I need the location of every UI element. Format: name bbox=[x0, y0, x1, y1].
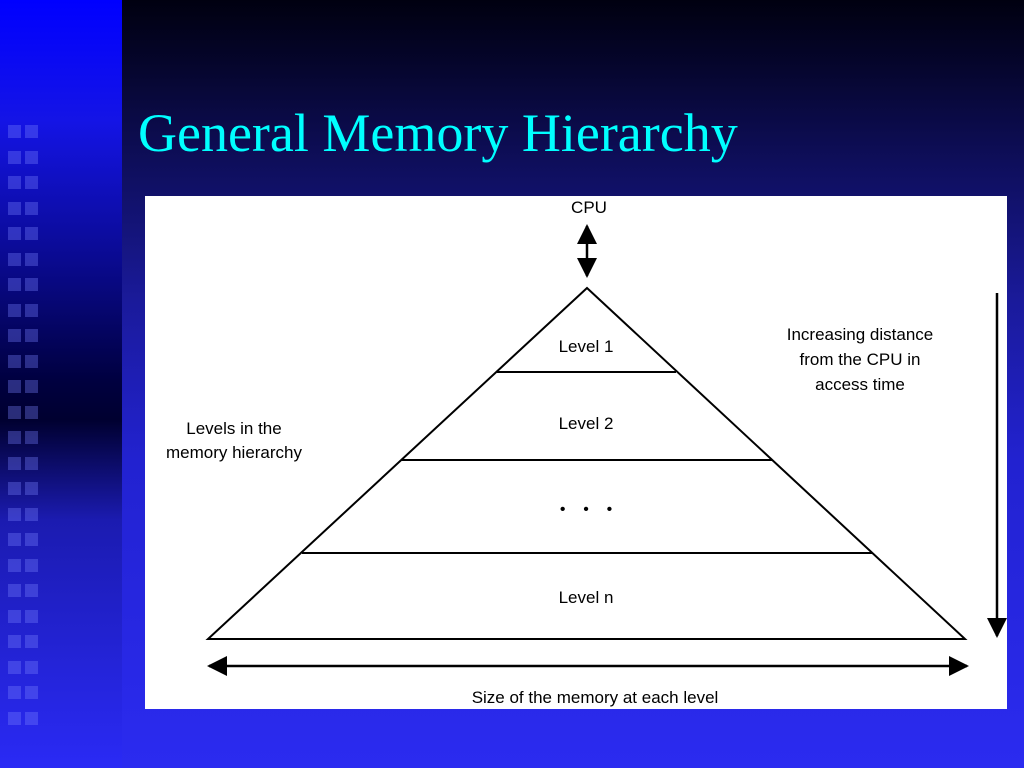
decorative-square bbox=[8, 609, 21, 623]
decorative-square bbox=[25, 660, 38, 674]
distance-label-line-3: access time bbox=[815, 375, 905, 394]
level-1-label: Level 1 bbox=[559, 337, 614, 356]
decorative-square bbox=[8, 507, 21, 521]
decorative-square bbox=[8, 125, 21, 138]
decorative-square bbox=[8, 482, 21, 495]
decorative-square bbox=[8, 584, 21, 597]
decorative-square bbox=[8, 711, 21, 725]
decorative-square bbox=[25, 686, 38, 699]
decorative-square bbox=[25, 711, 38, 725]
decorative-square bbox=[25, 584, 38, 597]
decorative-square bbox=[25, 431, 38, 444]
decorative-square bbox=[8, 405, 21, 419]
decorative-square bbox=[8, 533, 21, 546]
cpu-label: CPU bbox=[571, 198, 607, 217]
levels-label-line-1: Levels in the bbox=[186, 419, 281, 438]
decorative-square bbox=[8, 558, 21, 572]
decorative-square bbox=[8, 686, 21, 699]
decorative-square bbox=[8, 635, 21, 648]
decorative-square bbox=[25, 278, 38, 291]
decorative-square bbox=[25, 533, 38, 546]
decorative-square bbox=[25, 558, 38, 572]
decorative-square bbox=[8, 201, 21, 215]
hierarchy-pyramid bbox=[205, 286, 968, 640]
distance-label-line-1: Increasing distance bbox=[787, 325, 933, 344]
decorative-square bbox=[8, 431, 21, 444]
decorative-square bbox=[25, 150, 38, 164]
levels-label-line-2: memory hierarchy bbox=[166, 443, 303, 462]
decorative-square bbox=[25, 227, 38, 240]
slide-title: General Memory Hierarchy bbox=[138, 103, 738, 163]
decorative-square bbox=[8, 278, 21, 291]
decorative-square bbox=[8, 227, 21, 240]
distance-label-line-2: from the CPU in bbox=[800, 350, 921, 369]
decorative-square bbox=[25, 354, 38, 368]
decorative-square bbox=[8, 303, 21, 317]
decorative-square bbox=[25, 252, 38, 266]
intermediate-levels-ellipsis: • • • bbox=[560, 501, 612, 518]
decorative-square bbox=[25, 380, 38, 393]
decorative-square bbox=[25, 456, 38, 470]
decorative-square bbox=[8, 456, 21, 470]
decorative-square bbox=[25, 125, 38, 138]
decorative-square bbox=[8, 176, 21, 189]
diagram-panel: CPU Level 1 Level 2 • • • Level n Levels… bbox=[145, 196, 1007, 709]
decorative-square bbox=[8, 252, 21, 266]
size-label: Size of the memory at each level bbox=[472, 688, 719, 707]
decorative-square bbox=[25, 405, 38, 419]
level-n-label: Level n bbox=[559, 588, 614, 607]
memory-hierarchy-diagram: CPU Level 1 Level 2 • • • Level n Levels… bbox=[166, 198, 1007, 707]
left-decorative-strip bbox=[0, 0, 122, 768]
decorative-square bbox=[8, 329, 21, 342]
decorative-square bbox=[8, 660, 21, 674]
decorative-square bbox=[25, 609, 38, 623]
decorative-square bbox=[8, 354, 21, 368]
decorative-square bbox=[8, 150, 21, 164]
decorative-square bbox=[25, 635, 38, 648]
decorative-square bbox=[8, 380, 21, 393]
level-2-label: Level 2 bbox=[559, 414, 614, 433]
decorative-square bbox=[25, 201, 38, 215]
decorative-square bbox=[25, 329, 38, 342]
decorative-square bbox=[25, 482, 38, 495]
decorative-square bbox=[25, 303, 38, 317]
decorative-square bbox=[25, 507, 38, 521]
decorative-square bbox=[25, 176, 38, 189]
